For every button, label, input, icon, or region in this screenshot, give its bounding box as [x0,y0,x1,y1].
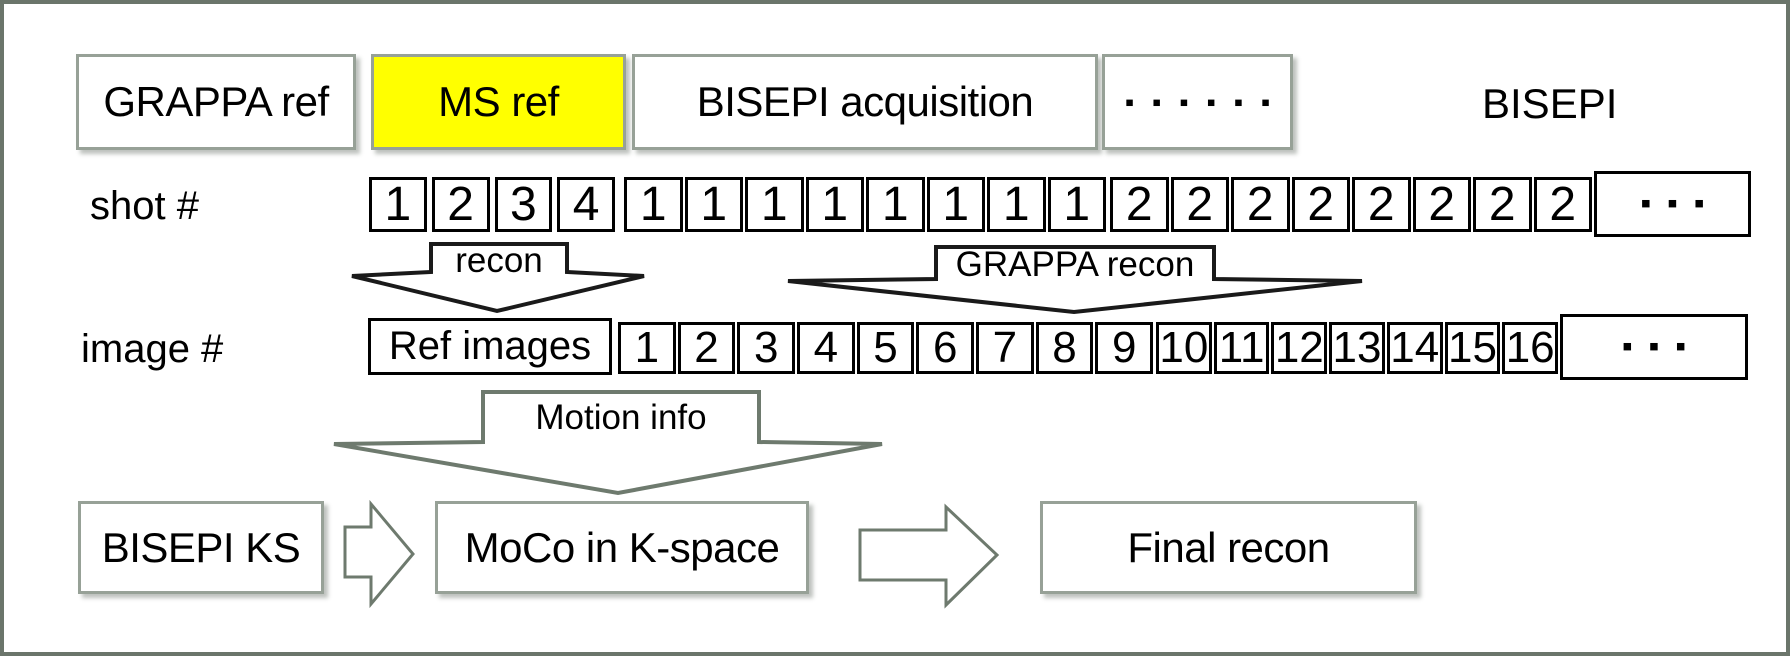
shot-cell: 4 [557,177,615,232]
image-cell: 14 [1386,322,1443,374]
ellipsis-box-top: ▪▪▪▪▪▪ [1102,54,1293,150]
image-cell: 7 [976,322,1034,374]
bisepi-label: BISEPI [1482,80,1618,127]
shot-cell: 1 [369,177,427,232]
shot-cell: 1 [745,177,804,232]
image-ellipsis-box: ▪▪▪ [1560,314,1748,380]
shot-cell: 2 [1533,177,1592,232]
shot-cell: 2 [431,177,490,232]
image-cell: 11 [1213,322,1270,374]
shot-label: shot # [90,184,199,228]
image-cell: 9 [1095,322,1154,374]
image-cell: 10 [1156,322,1212,374]
ms-ref-box: MS ref [371,54,626,150]
grappa-recon-label: GRAPPA recon [955,245,1195,284]
moco-box: MoCo in K-space [435,501,809,594]
shot-cell: 1 [926,177,985,232]
image-cell: 13 [1329,322,1385,374]
shot-cell: 2 [1291,177,1350,232]
final-recon-box: Final recon [1040,501,1417,594]
image-cell: 16 [1502,322,1559,374]
shot-cell: 2 [1110,177,1169,232]
flow-arrow-2 [858,503,1000,609]
shot-cell: 3 [494,177,553,232]
shot-cell: 2 [1473,177,1532,232]
ref-images-box: Ref images [368,318,612,375]
grappa-ref-box: GRAPPA ref [76,54,356,150]
shot-ellipsis-box: ▪▪▪ [1594,171,1751,237]
shot-cell: 1 [1047,177,1106,232]
recon-label: recon [455,241,543,280]
shot-cell: 1 [805,177,864,232]
image-cell: 1 [618,322,676,374]
shot-cell: 1 [684,177,743,232]
image-cell: 12 [1271,322,1328,374]
shot-cell: 2 [1231,177,1290,232]
image-cell: 2 [677,322,736,374]
motion-info-label: Motion info [535,398,707,437]
image-cell: 3 [737,322,796,374]
bisepi-ks-box: BISEPI KS [78,501,324,594]
shot-cell: 1 [624,177,683,232]
image-cell: 15 [1444,322,1501,374]
shot-cell: 1 [987,177,1046,232]
shot-cell: 2 [1170,177,1229,232]
shot-cell: 2 [1352,177,1411,232]
image-label: image # [81,327,224,371]
image-cell: 4 [797,322,855,374]
image-cell: 8 [1035,322,1094,374]
shot-cell: 2 [1412,177,1471,232]
image-cell: 5 [856,322,915,374]
image-cell: 6 [916,322,975,374]
flow-arrow-1 [343,499,415,609]
shot-cell: 1 [866,177,925,232]
bisepi-acquisition-box: BISEPI acquisition [632,54,1098,150]
